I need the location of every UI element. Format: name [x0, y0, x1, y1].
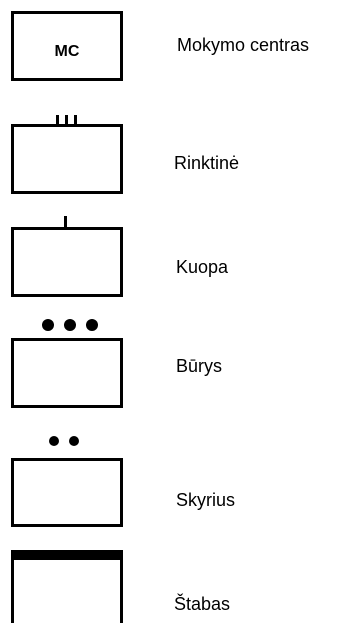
section-dot-2: [69, 436, 79, 446]
training-center-symbol: MC: [11, 11, 123, 81]
headquarters-frame: [11, 557, 123, 623]
headquarters-staff-bar: [11, 550, 123, 560]
headquarters-symbol: [11, 550, 123, 623]
team-frame: [11, 124, 123, 194]
section-dot-1: [49, 436, 59, 446]
company-symbol: [11, 216, 123, 297]
team-tick-2: [65, 115, 68, 125]
company-tick: [64, 216, 67, 228]
training-center-frame: [11, 11, 123, 81]
platoon-frame: [11, 338, 123, 408]
section-frame: [11, 458, 123, 527]
label-company: Kuopa: [176, 257, 229, 277]
company-frame: [11, 227, 123, 297]
platoon-symbol: [11, 319, 123, 408]
label-section: Skyrius: [176, 490, 236, 510]
team-tick-3: [74, 115, 77, 125]
label-team: Rinktinė: [174, 153, 240, 173]
label-headquarters: Štabas: [174, 594, 231, 614]
label-training-center: Mokymo centras: [177, 35, 310, 55]
platoon-dot-3: [86, 319, 98, 331]
label-platoon: Būrys: [176, 356, 223, 376]
platoon-dot-2: [64, 319, 76, 331]
team-tick-1: [56, 115, 59, 125]
team-symbol: [11, 115, 123, 194]
platoon-dot-1: [42, 319, 54, 331]
training-center-abbreviation: MC: [55, 43, 80, 60]
section-symbol: [11, 436, 123, 527]
